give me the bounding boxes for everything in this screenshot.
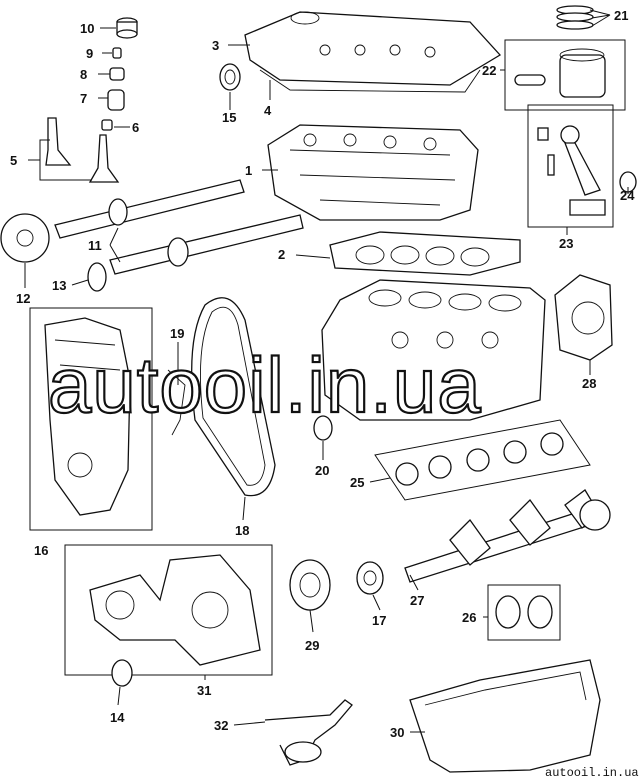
camshafts bbox=[54, 179, 304, 275]
oil-pan bbox=[409, 659, 601, 773]
valves bbox=[45, 117, 120, 183]
valve-guide bbox=[101, 119, 113, 131]
callout-32: 32 bbox=[214, 718, 228, 733]
callout-2: 2 bbox=[278, 247, 285, 262]
callout-23: 23 bbox=[559, 236, 573, 251]
callout-18: 18 bbox=[235, 523, 249, 538]
callout-29: 29 bbox=[305, 638, 319, 653]
oil-strainer bbox=[264, 699, 353, 766]
callout-22: 22 bbox=[482, 63, 496, 78]
valve-spring bbox=[107, 89, 125, 111]
callout-20: 20 bbox=[315, 463, 329, 478]
timing-cover-group-box bbox=[29, 307, 153, 531]
piston-group-box bbox=[504, 39, 626, 111]
crankshaft-timing-gear bbox=[356, 561, 384, 595]
callout-3: 3 bbox=[212, 38, 219, 53]
callout-7: 7 bbox=[80, 91, 87, 106]
thrust-washer-group-box bbox=[487, 584, 561, 641]
head-gasket bbox=[329, 231, 521, 276]
callout-15: 15 bbox=[222, 110, 236, 125]
callout-19: 19 bbox=[170, 326, 184, 341]
camshaft-timing-pulley bbox=[0, 213, 50, 263]
rear-oil-seal-retainer bbox=[554, 274, 613, 361]
watermark: autooil.in.ua bbox=[48, 341, 482, 429]
callout-16: 16 bbox=[34, 543, 48, 558]
callout-30: 30 bbox=[390, 725, 404, 740]
footer-site-text: autooil.in.ua bbox=[545, 766, 639, 780]
piston bbox=[514, 48, 606, 98]
callout-28: 28 bbox=[582, 376, 596, 391]
main-bearing-group-box bbox=[374, 419, 591, 501]
callout-17: 17 bbox=[372, 613, 386, 628]
callout-1: 1 bbox=[245, 163, 252, 178]
oil-pump-group-box bbox=[64, 544, 273, 676]
callout-14: 14 bbox=[110, 710, 125, 725]
callout-5: 5 bbox=[10, 153, 17, 168]
camshaft-oil-seal-top bbox=[219, 63, 241, 91]
cylinder-block bbox=[321, 279, 546, 421]
callout-31: 31 bbox=[197, 683, 211, 698]
callout-13: 13 bbox=[52, 278, 66, 293]
callout-6: 6 bbox=[132, 120, 139, 135]
callout-8: 8 bbox=[80, 67, 87, 82]
callout-12: 12 bbox=[16, 291, 30, 306]
piston-rings bbox=[556, 5, 594, 30]
valve-cover bbox=[244, 11, 502, 93]
callout-24: 24 bbox=[620, 188, 635, 203]
valve-keeper bbox=[112, 47, 122, 59]
callout-26: 26 bbox=[462, 610, 476, 625]
oil-pump bbox=[89, 554, 261, 666]
oil-pump-seal bbox=[111, 659, 133, 687]
callout-25: 25 bbox=[350, 475, 364, 490]
crankshaft-pulley bbox=[289, 559, 331, 611]
leader-lines bbox=[24, 9, 629, 733]
connecting-rod-group-box bbox=[527, 104, 614, 228]
callout-27: 27 bbox=[410, 593, 424, 608]
valve-stem-seal bbox=[109, 67, 125, 81]
valve-spring-retainer bbox=[116, 17, 138, 39]
callout-9: 9 bbox=[86, 46, 93, 61]
timing-cover bbox=[44, 317, 131, 516]
timing-belt bbox=[191, 297, 276, 497]
crankshaft-front-seal bbox=[313, 415, 333, 441]
callout-11: 11 bbox=[88, 238, 102, 253]
callout-4: 4 bbox=[264, 103, 272, 118]
callout-10: 10 bbox=[80, 21, 94, 36]
callout-labels: 1 2 3 4 5 6 7 8 9 10 11 12 13 14 15 16 1… bbox=[10, 8, 635, 740]
timing-cover-gasket bbox=[167, 369, 186, 436]
thrust-washers bbox=[495, 595, 553, 629]
callout-21: 21 bbox=[614, 8, 628, 23]
connecting-rod bbox=[537, 125, 606, 216]
crankshaft bbox=[404, 489, 611, 583]
cylinder-head bbox=[267, 124, 479, 221]
camshaft-oil-seal bbox=[87, 262, 107, 292]
main-bearings bbox=[395, 432, 564, 486]
